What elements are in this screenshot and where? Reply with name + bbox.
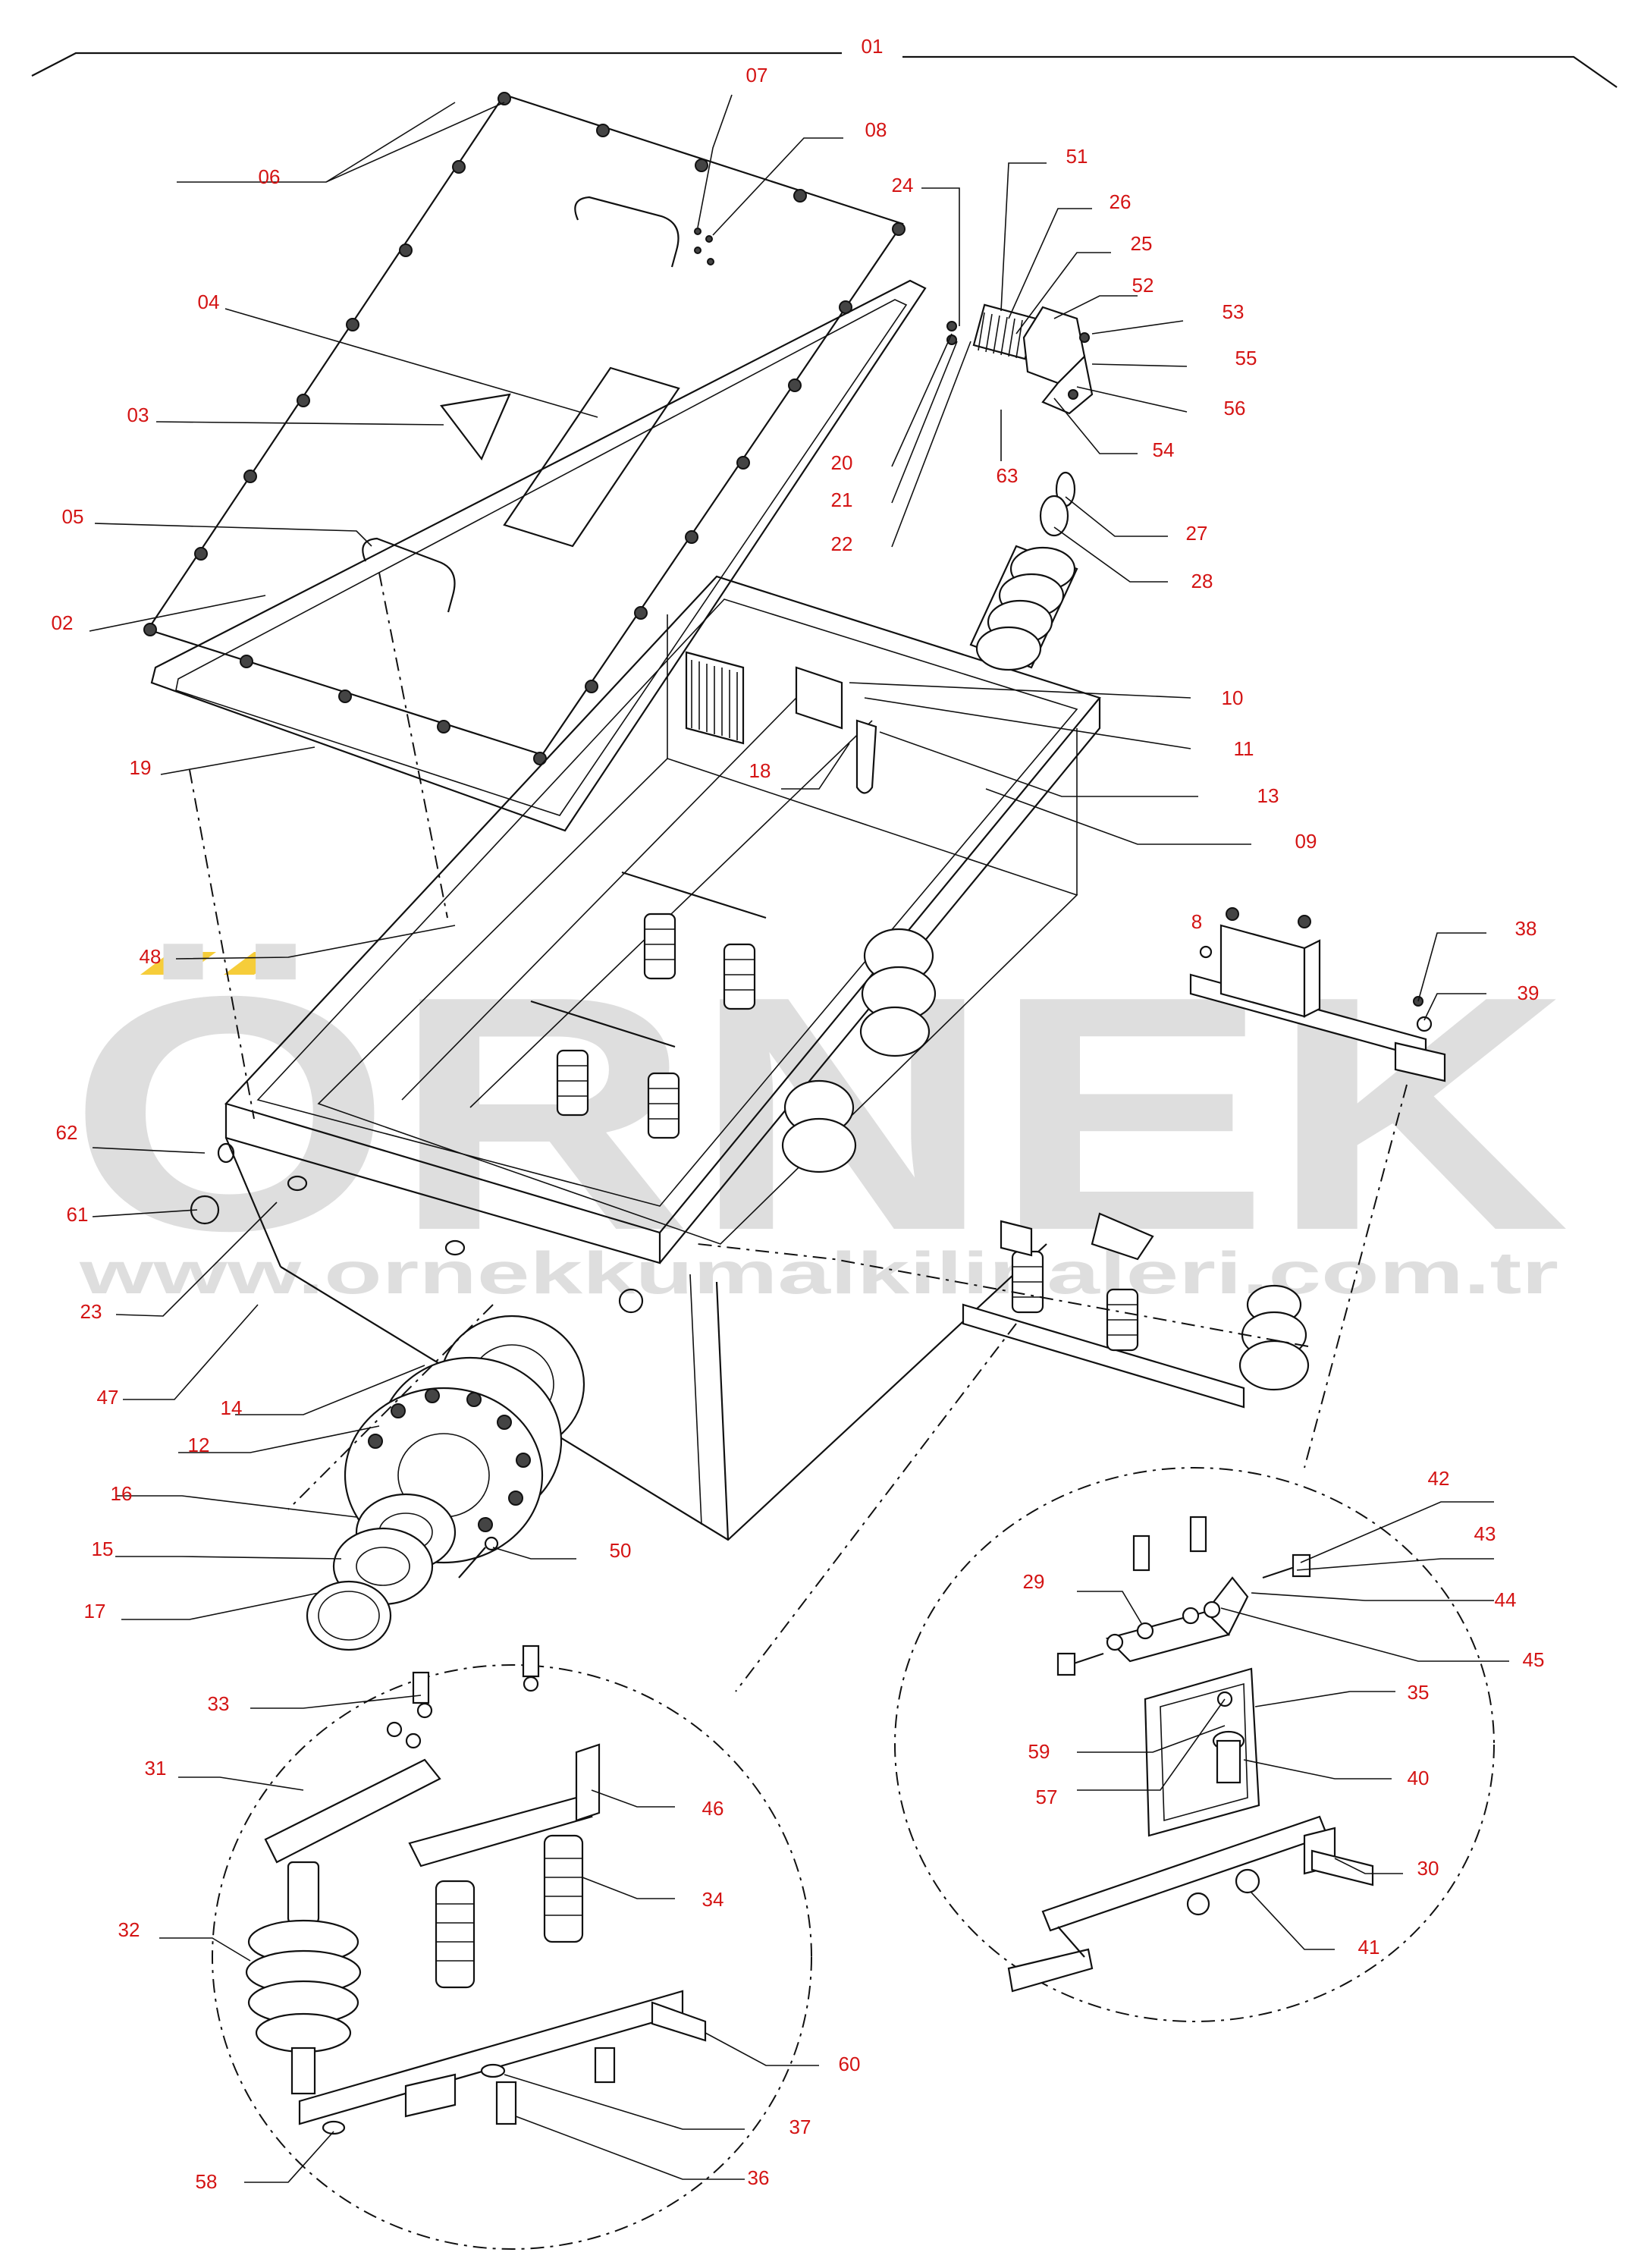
label-34: 34 xyxy=(702,1888,724,1911)
watermark-accent-mark-left xyxy=(140,952,216,975)
label-10: 10 xyxy=(1222,686,1244,709)
label-63: 63 xyxy=(997,464,1019,487)
internal-relay xyxy=(685,651,877,794)
label-61: 61 xyxy=(67,1203,89,1226)
part-labels: 01 02 03 04 05 06 07 08 8 09 10 11 12 13… xyxy=(52,35,1545,2193)
label-37: 37 xyxy=(789,2116,811,2138)
label-40: 40 xyxy=(1408,1767,1430,1789)
label-13: 13 xyxy=(1257,784,1279,807)
cover-handle-top xyxy=(574,196,680,268)
cover-handle-bottom xyxy=(362,537,456,613)
label-46: 46 xyxy=(702,1797,724,1820)
label-18: 18 xyxy=(749,759,771,782)
label-48: 48 xyxy=(140,945,162,968)
label-56: 56 xyxy=(1224,397,1246,419)
label-04: 04 xyxy=(198,291,220,313)
label-57: 57 xyxy=(1036,1786,1058,1808)
label-36: 36 xyxy=(748,2166,770,2189)
label-35: 35 xyxy=(1408,1681,1430,1704)
label-41: 41 xyxy=(1358,1936,1380,1959)
label-54: 54 xyxy=(1153,438,1175,461)
label-28: 28 xyxy=(1191,570,1213,592)
label-29: 29 xyxy=(1023,1570,1045,1593)
flange-bushing xyxy=(306,1315,585,1651)
terminal-block xyxy=(946,303,1094,415)
label-30: 30 xyxy=(1417,1857,1439,1880)
top-cover-plate xyxy=(143,92,906,765)
label-16: 16 xyxy=(111,1482,133,1505)
label-32: 32 xyxy=(118,1918,140,1941)
assembly-bracket-line xyxy=(31,52,1618,88)
label-19: 19 xyxy=(130,756,152,779)
label-50: 50 xyxy=(610,1539,632,1562)
label-62: 62 xyxy=(56,1121,78,1144)
label-60: 60 xyxy=(839,2053,861,2075)
label-07: 07 xyxy=(746,64,768,86)
label-20: 20 xyxy=(831,451,853,474)
label-53: 53 xyxy=(1223,300,1245,323)
label-09: 09 xyxy=(1295,830,1317,853)
label-38: 38 xyxy=(1515,917,1537,940)
label-06: 06 xyxy=(259,165,281,188)
label-45: 45 xyxy=(1523,1648,1545,1671)
label-03: 03 xyxy=(127,404,149,426)
label-42: 42 xyxy=(1428,1467,1450,1490)
watermark-url: www.ornekkumalkilinaleri.com.tr xyxy=(78,1239,1558,1306)
right-support-bracket xyxy=(1189,907,1446,1082)
leader-lines xyxy=(89,94,1509,2183)
label-23: 23 xyxy=(80,1300,102,1323)
top-bushing xyxy=(969,471,1078,671)
warning-triangle xyxy=(440,393,511,461)
label-58: 58 xyxy=(196,2170,218,2193)
label-59: 59 xyxy=(1028,1740,1050,1763)
label-21: 21 xyxy=(831,488,853,511)
label-44: 44 xyxy=(1495,1588,1517,1611)
label-31: 31 xyxy=(145,1757,167,1780)
label-12: 12 xyxy=(188,1434,210,1456)
label-11: 11 xyxy=(1234,737,1254,760)
internal-insulators xyxy=(530,871,937,1173)
label-17: 17 xyxy=(84,1600,106,1622)
label-08: 08 xyxy=(865,118,887,141)
label-26: 26 xyxy=(1110,190,1132,213)
label-47: 47 xyxy=(97,1386,119,1409)
detail-view-left xyxy=(212,1644,812,2250)
label-43: 43 xyxy=(1474,1522,1496,1545)
label-22: 22 xyxy=(831,532,853,555)
nameplate xyxy=(503,366,680,548)
label-25: 25 xyxy=(1131,232,1153,255)
label-01: 01 xyxy=(862,35,884,58)
label-8: 8 xyxy=(1191,910,1202,933)
label-51: 51 xyxy=(1066,145,1088,168)
label-33: 33 xyxy=(208,1692,230,1715)
label-52: 52 xyxy=(1132,274,1154,297)
label-05: 05 xyxy=(62,505,84,528)
detail-view-right xyxy=(894,1467,1495,2022)
label-55: 55 xyxy=(1235,347,1257,369)
gasket-frame xyxy=(150,279,927,832)
label-27: 27 xyxy=(1186,522,1208,545)
label-39: 39 xyxy=(1518,982,1540,1004)
label-24: 24 xyxy=(892,174,914,196)
lower-insulator-assembly xyxy=(962,1212,1310,1409)
label-14: 14 xyxy=(221,1396,243,1419)
label-02: 02 xyxy=(52,611,74,634)
label-15: 15 xyxy=(92,1538,114,1560)
